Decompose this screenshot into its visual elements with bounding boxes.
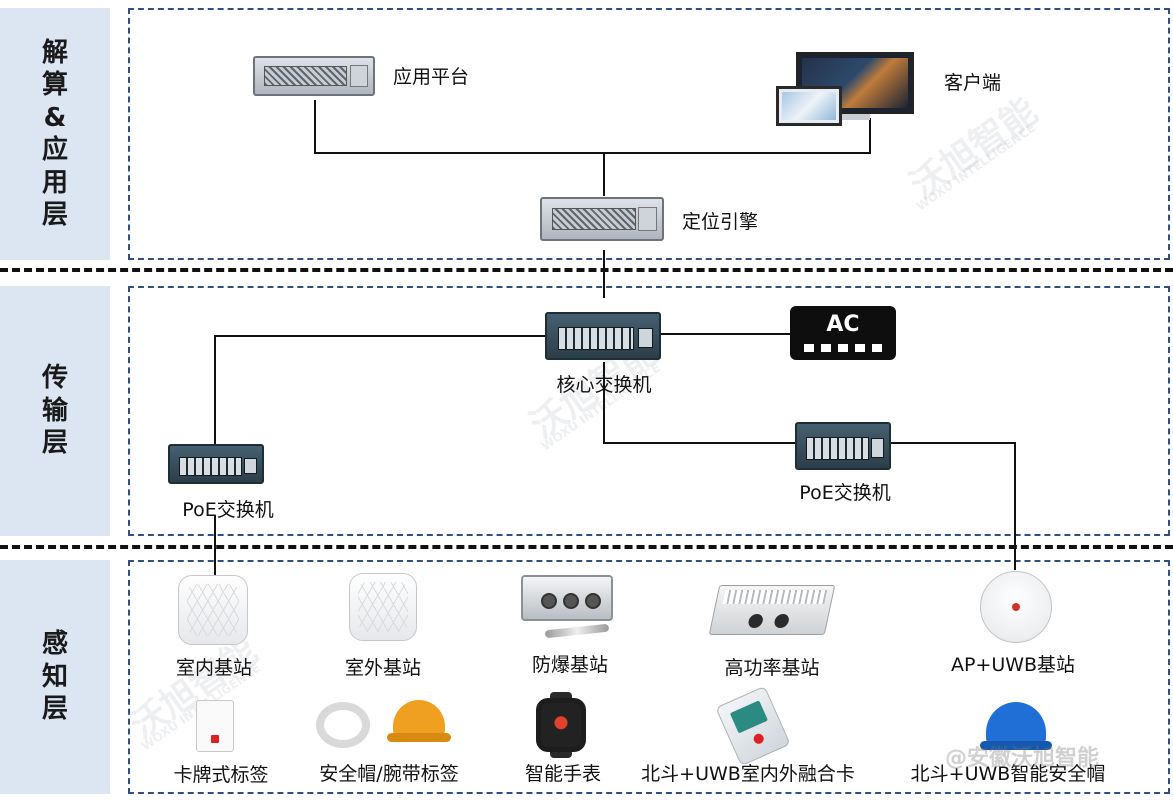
- ap-uwb-base-station-icon: [980, 571, 1052, 643]
- fusion-card-label: 北斗+UWB室内外融合卡: [641, 763, 855, 785]
- explosion-proof-base-station-icon: [521, 575, 613, 621]
- smart-helmet-label: 北斗+UWB智能安全帽: [910, 763, 1106, 785]
- zone-transport: [128, 286, 1170, 536]
- smart-helmet-icon: [980, 702, 1052, 750]
- helmet-tag-icon: [387, 700, 451, 742]
- card-tag-icon: [196, 700, 234, 752]
- poe-switch-left-label: PoE交换机: [182, 499, 274, 521]
- positioning-engine-server-icon: [540, 197, 664, 241]
- ap-uwb-base-station-label: AP+UWB基站: [950, 654, 1076, 676]
- helmet-band-tag-label: 安全帽/腕带标签: [319, 763, 459, 785]
- layer-separator: [0, 545, 1173, 549]
- layer-label-transport: 传输层: [0, 286, 110, 536]
- ac-label: AC: [826, 312, 860, 337]
- explosion-proof-base-station-label: 防爆基站: [531, 654, 609, 676]
- wristband-tag-icon: [316, 702, 370, 748]
- core-switch-icon: [545, 312, 661, 360]
- client-laptop-icon: [776, 86, 842, 126]
- high-power-base-station-icon: [708, 585, 836, 635]
- indoor-base-station-icon: [178, 575, 248, 645]
- link-core-poe-right: [603, 362, 795, 444]
- zone-compute-app: [128, 8, 1170, 260]
- smart-watch-label: 智能手表: [524, 763, 602, 785]
- app-platform-server-icon: [253, 56, 375, 96]
- poe-switch-left-icon: [168, 444, 264, 484]
- link-core-poe-left: [214, 335, 545, 445]
- high-power-base-station-label: 高功率基站: [724, 657, 820, 679]
- core-switch-label: 核心交换机: [556, 374, 652, 396]
- zone-perception: [128, 560, 1170, 794]
- app-platform-label: 应用平台: [393, 66, 470, 88]
- poe-switch-right-label: PoE交换机: [799, 482, 891, 504]
- positioning-engine-label: 定位引擎: [682, 211, 759, 233]
- outdoor-base-station-icon: [349, 573, 417, 641]
- indoor-base-station-label: 室内基站: [175, 657, 253, 679]
- client-monitor-stand: [840, 114, 870, 120]
- outdoor-base-station-label: 室外基站: [344, 657, 422, 679]
- smart-watch-icon: [536, 698, 586, 752]
- layer-label-text: 传输层: [41, 363, 68, 459]
- layer-label-text: 解算&应用层: [41, 37, 68, 231]
- card-tag-label: 卡牌式标签: [173, 764, 269, 786]
- layer-label-text: 感知层: [41, 629, 68, 725]
- poe-switch-right-icon: [795, 422, 891, 470]
- link-client: [604, 118, 871, 154]
- ac-controller-icon: AC: [790, 306, 896, 360]
- layer-label-compute-app: 解算&应用层: [0, 8, 110, 260]
- link-app-platform: [314, 100, 604, 154]
- layer-label-perception: 感知层: [0, 560, 110, 794]
- client-label: 客户端: [944, 72, 1002, 94]
- link-poe-right-ap: [890, 442, 1016, 570]
- layer-separator: [0, 268, 1173, 272]
